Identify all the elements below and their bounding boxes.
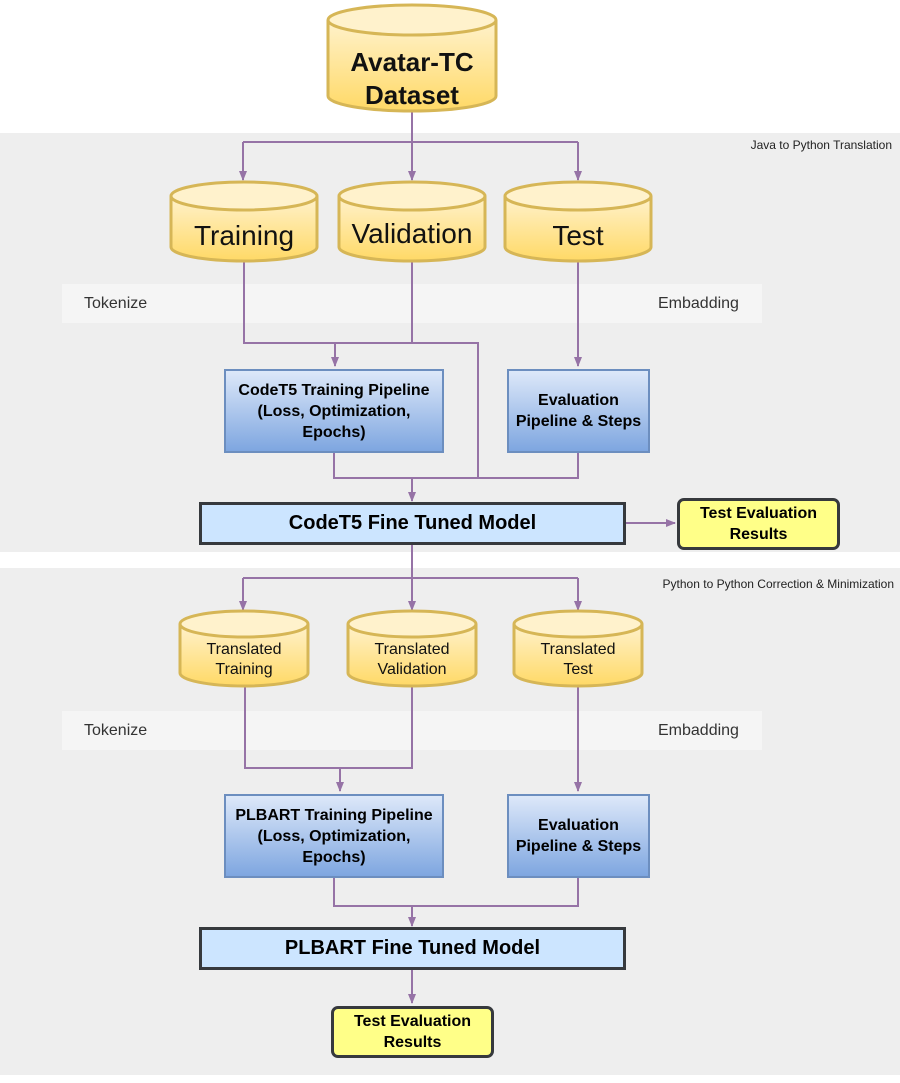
training-split-label: Training [194, 220, 294, 251]
stage2-test-evaluation-results-box: Test Evaluation Results [331, 1006, 494, 1058]
validation-split-cylinder: Validation [337, 180, 487, 263]
codet5-fine-tuned-model-box: CodeT5 Fine Tuned Model [199, 502, 626, 545]
stage2-connectors [239, 545, 582, 1004]
translated-test-label-line2: Test [563, 661, 593, 678]
stage2-evaluation-pipeline-box: Evaluation Pipeline & Steps [507, 794, 650, 878]
stage2-embedding-label: Embadding [658, 722, 739, 739]
avatar-tc-dataset-cylinder: Avatar-TC Dataset [326, 3, 498, 113]
codet5-training-pipeline-box: CodeT5 Training Pipeline (Loss, Optimiza… [224, 369, 444, 453]
stage1-tokenize-label: Tokenize [84, 295, 148, 312]
translated-training-label-line2: Training [215, 661, 272, 678]
test-split-label: Test [552, 220, 604, 251]
stage1-title: Java to Python Translation [750, 138, 892, 152]
dataset-label-line1: Avatar-TC [350, 47, 474, 77]
translated-validation-label-line2: Validation [377, 661, 446, 678]
stage1-evaluation-pipeline-box: Evaluation Pipeline & Steps [507, 369, 650, 453]
plbart-training-pipeline-box: PLBART Training Pipeline (Loss, Optimiza… [224, 794, 444, 878]
dataset-label-line2: Dataset [365, 80, 459, 110]
plbart-fine-tuned-model-box: PLBART Fine Tuned Model [199, 927, 626, 970]
stage1-embedding-label: Embadding [658, 295, 739, 312]
test-split-cylinder: Test [503, 180, 653, 263]
translated-validation-cylinder: Translated Validation [346, 609, 478, 688]
translated-test-label-line1: Translated [541, 641, 616, 658]
stage1-connectors [239, 112, 676, 527]
stage1-test-evaluation-results-box: Test Evaluation Results [677, 498, 840, 550]
translated-training-label-line1: Translated [207, 641, 282, 658]
training-split-cylinder: Training [169, 180, 319, 263]
pipelines-merge-line [333, 453, 579, 479]
translated-validation-label-line1: Translated [375, 641, 450, 658]
stage2-tokenize-label: Tokenize [84, 722, 148, 739]
plbart-pipelines-merge-line [333, 878, 579, 907]
translated-test-cylinder: Translated Test [512, 609, 644, 688]
stage2-title: Python to Python Correction & Minimizati… [662, 577, 894, 591]
translated-training-cylinder: Translated Training [178, 609, 310, 688]
training-to-pipeline-arrow [243, 261, 339, 367]
validation-split-label: Validation [352, 218, 473, 249]
translated-merge-line [244, 686, 413, 769]
